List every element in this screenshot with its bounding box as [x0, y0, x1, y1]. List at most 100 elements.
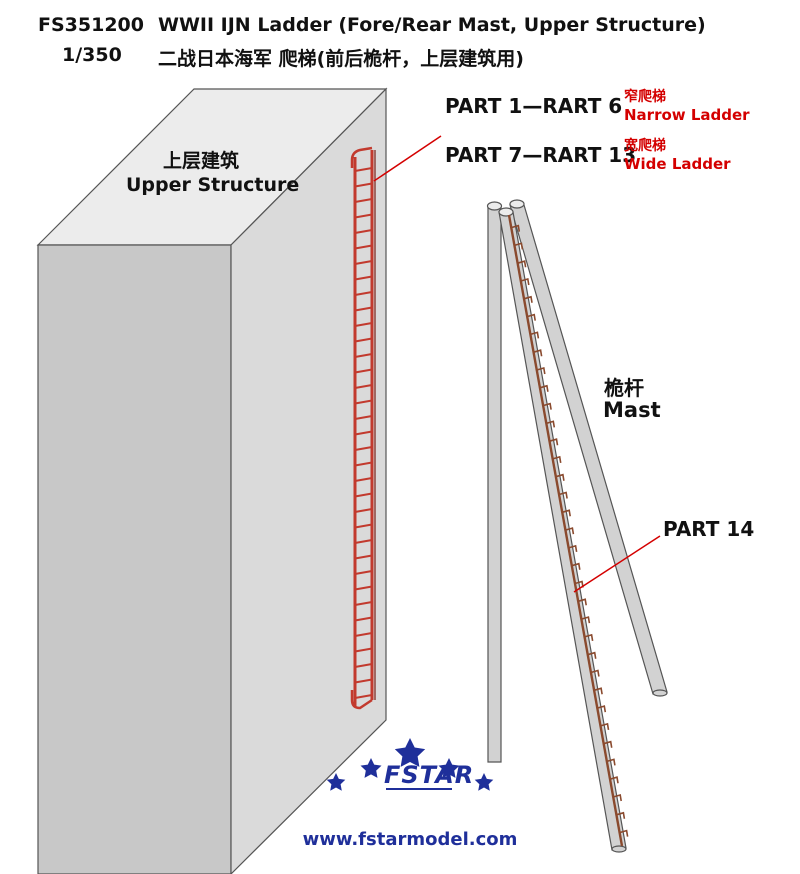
wide-ladder-label: Wide Ladder — [624, 155, 731, 173]
ladder-bracket-top — [350, 146, 373, 168]
ladder-step — [514, 242, 524, 250]
ladder-step — [571, 562, 581, 570]
ladder-rung — [354, 353, 373, 358]
ladder-rung — [354, 244, 373, 250]
ladder-step — [581, 616, 591, 624]
product-title-cn: 二战日本海军 爬梯(前后桅杆，上层建筑用) — [158, 48, 524, 70]
narrow-ladder — [350, 146, 376, 710]
ladder-step — [530, 331, 540, 339]
ladder-rung — [354, 585, 373, 591]
ladder-step — [536, 366, 546, 375]
ladder-step — [597, 705, 607, 713]
ladder-rung — [354, 508, 373, 513]
ladder-step — [565, 527, 575, 535]
ladder-step — [590, 669, 600, 677]
upper-structure — [36, 87, 388, 874]
narrow-ladder-parts: PART 1—RART 6 — [445, 94, 623, 118]
ladder-step — [520, 277, 530, 286]
mast-pole-right-cap — [509, 199, 525, 209]
ladder-step — [517, 260, 527, 268]
ladder-rung — [354, 632, 373, 637]
ladder-rung — [354, 601, 373, 606]
ladder-rung — [354, 647, 373, 653]
ladder-step — [609, 776, 619, 784]
narrow-ladder-label: Narrow Ladder — [624, 106, 750, 124]
ladder-rung — [354, 678, 373, 684]
mast-pole-center-cap — [498, 207, 514, 217]
mast-pole-center-end — [611, 845, 627, 853]
fstar-logo-stars — [326, 738, 494, 791]
ladder-step — [577, 598, 587, 606]
ladder-rung — [354, 368, 373, 374]
ladder-step — [593, 687, 603, 695]
upper-structure-label-cn: 上层建筑 — [163, 150, 240, 172]
ladder-rung — [354, 337, 373, 343]
ladder-rung — [354, 260, 373, 265]
wide-ladder-label-cn: 宽爬梯 — [624, 138, 666, 154]
star-icon — [438, 758, 460, 778]
ladder-rung — [354, 663, 373, 668]
ladder-rung — [354, 167, 373, 172]
ladder-step — [523, 295, 533, 303]
ladder-step — [533, 349, 543, 357]
star-icon — [474, 773, 494, 791]
ladder-step — [616, 811, 626, 819]
ladder-rung — [354, 554, 373, 560]
ladder-step — [555, 473, 565, 481]
ladder-rung — [354, 182, 373, 188]
narrow-ladder-label-cn: 窄爬梯 — [624, 89, 666, 105]
ladder-rung — [354, 415, 373, 420]
ladder-step — [568, 544, 578, 553]
star-icon — [326, 773, 346, 791]
ladder-step — [587, 651, 597, 659]
ladder-rung — [354, 291, 373, 296]
ladder-rung — [354, 430, 373, 436]
ladder-rung — [354, 616, 373, 622]
structure-side-face — [230, 87, 387, 874]
ladder-rung — [354, 694, 373, 699]
ladder-rung — [354, 446, 373, 451]
wide-ladder — [507, 214, 629, 847]
mast — [486, 199, 668, 853]
ladder-rung — [354, 213, 373, 219]
brand-name: FSTAR — [384, 761, 475, 789]
wide-ladder-parts: PART 7—RART 13 — [445, 143, 637, 167]
mast-pole-right-end — [652, 689, 668, 697]
ladder-step — [539, 384, 549, 392]
ladder-rung — [354, 229, 373, 234]
part14-leader — [573, 535, 661, 593]
mast-ladder-rail — [507, 214, 624, 847]
ladder-rung — [354, 275, 373, 281]
ladder-step — [558, 491, 568, 499]
ladder-bracket-bottom — [350, 690, 373, 710]
brand-url: www.fstarmodel.com — [302, 829, 518, 850]
ladder-step — [606, 758, 616, 766]
ladder-step — [552, 455, 562, 464]
upper-structure-label: Upper Structure — [126, 174, 300, 196]
ladder-step — [549, 438, 559, 446]
ladder-step — [526, 313, 536, 321]
ladder-rung — [354, 523, 373, 529]
star-icon — [394, 738, 426, 767]
part14-label: PART 14 — [663, 517, 755, 541]
structure-front-face — [37, 244, 232, 874]
ladder-rung — [354, 306, 373, 312]
ladder-step — [603, 740, 613, 748]
ladder-rung — [354, 570, 373, 575]
ladder-step — [546, 420, 556, 428]
ladder-rung — [354, 477, 373, 482]
ladder-step — [542, 402, 552, 410]
mast-label: Mast — [603, 398, 661, 422]
ladder-step — [612, 793, 622, 802]
product-scale: 1/350 — [62, 44, 122, 66]
product-code: FS351200 — [38, 14, 144, 36]
ladder-step — [619, 829, 629, 837]
ladder-rung — [354, 384, 373, 389]
star-icon — [360, 758, 382, 778]
ladder-step — [584, 633, 594, 642]
ladder-rung — [354, 322, 373, 327]
ladder-step — [511, 224, 521, 232]
ladder-rung — [354, 198, 373, 203]
ladder-step — [600, 722, 610, 731]
